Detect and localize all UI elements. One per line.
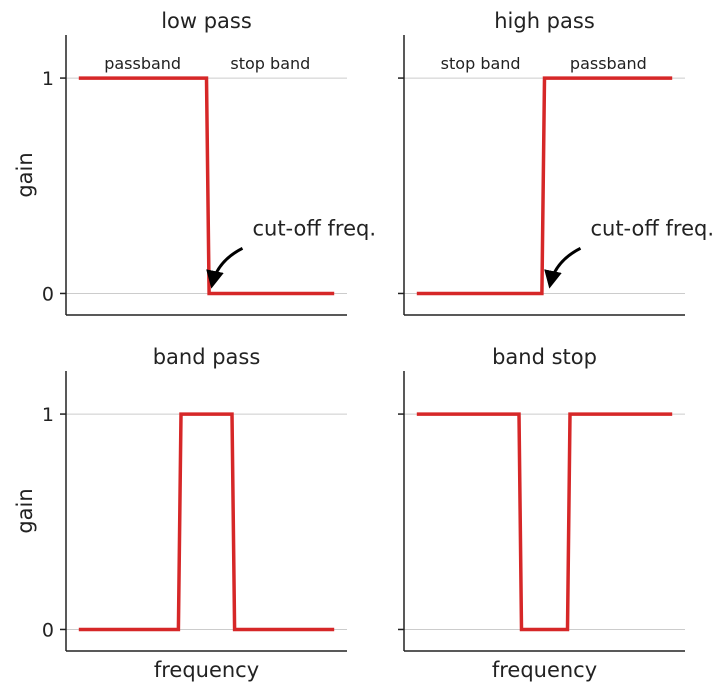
y-tick-label: 0: [42, 619, 54, 641]
panel-title: band stop: [492, 345, 597, 369]
band-label: stop band: [230, 54, 310, 73]
x-axis-label: frequency: [154, 658, 259, 682]
gain-trace: [416, 412, 673, 632]
cutoff-annotation: cut-off freq.: [252, 216, 376, 240]
gain-trace: [416, 76, 673, 296]
panel-title: low pass: [161, 9, 252, 33]
cutoff-arrow: [544, 246, 582, 289]
panel-title: band pass: [153, 345, 261, 369]
band-label: passband: [570, 54, 647, 73]
panel-title: high pass: [494, 9, 595, 33]
y-axis-label: gain: [13, 152, 37, 197]
panel-low-pass: 0 1 low pass gain passband stop band cut-off f…: [13, 9, 376, 316]
band-label: passband: [104, 54, 181, 73]
y-tick-label: 1: [42, 404, 54, 426]
gain-trace: [78, 76, 335, 296]
cutoff-arrow: [206, 246, 244, 289]
y-tick-label: 0: [42, 283, 54, 305]
cutoff-annotation: cut-off freq.: [590, 216, 714, 240]
y-tick-label: 1: [42, 68, 54, 90]
panel-band-pass: 0 1 band pass gain frequency: [13, 345, 347, 682]
band-label: stop band: [441, 54, 521, 73]
panel-band-stop: band stop frequency: [398, 345, 685, 682]
panel-high-pass: high pass stop band passband cut-off freq.: [398, 9, 714, 316]
x-axis-label: frequency: [492, 658, 597, 682]
gain-trace: [78, 412, 335, 632]
y-axis-label: gain: [13, 488, 37, 533]
